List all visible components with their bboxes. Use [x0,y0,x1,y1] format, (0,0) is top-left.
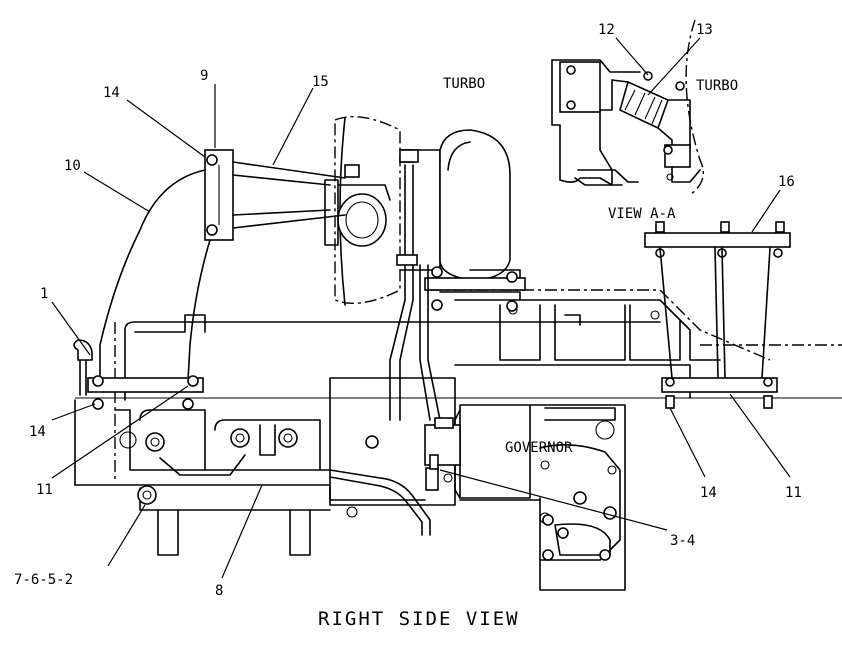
label-turbo-main: TURBO [443,76,485,92]
callout-8: 8 [215,583,223,599]
callout-7-6-5-2: 7-6-5-2 [14,572,73,588]
turbocharger [324,115,526,421]
callout-3-4: 3-4 [670,533,695,549]
governor [424,404,626,591]
callout-13: 13 [696,22,713,38]
callout-16: 16 [778,174,795,190]
label-view-a-a: VIEW A-A [608,206,676,222]
callout-14-top: 14 [103,85,120,101]
inlet-tube [73,149,346,410]
line-assembly [137,454,439,536]
diagram-title: RIGHT SIDE VIEW [318,608,520,630]
bracket-16 [644,221,791,409]
callout-9: 9 [200,68,208,84]
engine-block [74,289,842,556]
callout-15: 15 [312,74,329,90]
leader-lines [51,37,791,579]
view-a-a-detail [551,19,704,196]
callout-1: 1 [40,286,48,302]
callout-11-right: 11 [785,485,802,501]
callout-labels: 9 14 15 10 1 14 11 7-6-5-2 8 3-4 12 13 1… [14,22,802,630]
label-governor: GOVERNOR [505,440,573,456]
callout-10: 10 [64,158,81,174]
callout-14-right: 14 [700,485,717,501]
label-turbo-detail: TURBO [696,78,738,94]
callout-11-left: 11 [36,482,53,498]
callout-12: 12 [598,22,615,38]
callout-14-left: 14 [29,424,46,440]
